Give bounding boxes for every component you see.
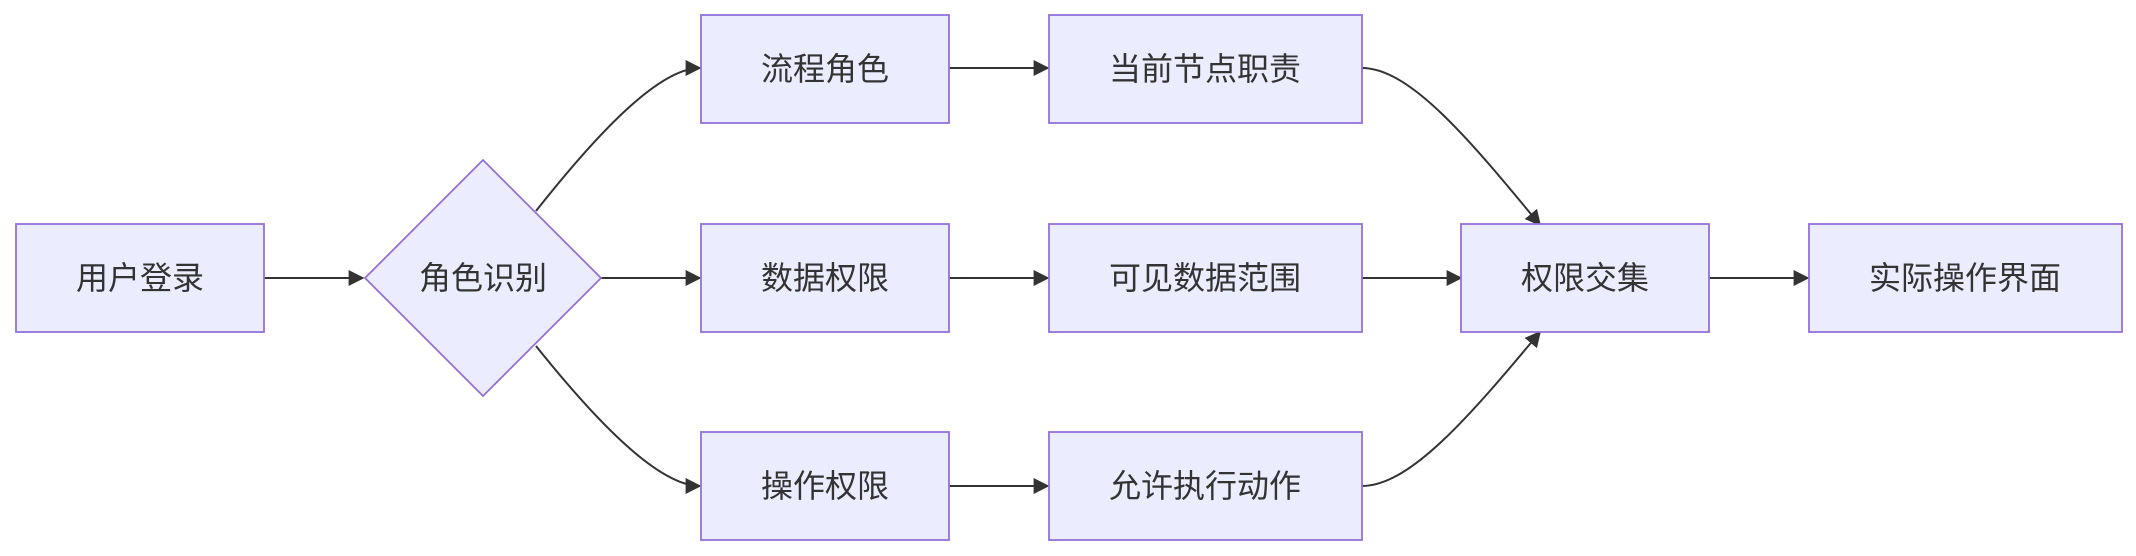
node-allowed-actions: 允许执行动作 [1048,431,1363,541]
node-perm-intersect: 权限交集 [1460,223,1710,333]
node-visible-scope-label: 可见数据范围 [1109,259,1301,297]
node-process-role: 流程角色 [700,14,950,124]
edge-node-duty-to-perm-intersect [1361,67,1542,227]
edge-role-identify-to-process-role [535,60,702,212]
edge-role-identify-to-op-perm [535,345,702,494]
nodes: 用户登录 角色识别 流程角色 数据权限 操作权限 当前节点职责 可见数据范围 [15,14,2123,541]
node-actual-ui-label: 实际操作界面 [1869,259,2061,297]
node-data-perm: 数据权限 [700,223,950,333]
node-allowed-actions-label: 允许执行动作 [1109,467,1301,505]
node-actual-ui: 实际操作界面 [1808,223,2123,333]
node-role-identify: 角色识别 [363,158,603,398]
edge-allowed-actions-to-perm-intersect [1361,330,1542,487]
node-node-duty: 当前节点职责 [1048,14,1363,124]
node-login-label: 用户登录 [76,259,204,297]
node-process-role-label: 流程角色 [761,50,889,88]
node-op-perm: 操作权限 [700,431,950,541]
node-visible-scope: 可见数据范围 [1048,223,1363,333]
node-role-identify-label: 角色识别 [419,259,547,297]
node-op-perm-label: 操作权限 [761,467,889,505]
edges [264,60,1810,494]
node-data-perm-label: 数据权限 [761,259,889,297]
node-node-duty-label: 当前节点职责 [1109,50,1301,88]
node-perm-intersect-label: 权限交集 [1521,259,1649,297]
node-login: 用户登录 [15,223,265,333]
